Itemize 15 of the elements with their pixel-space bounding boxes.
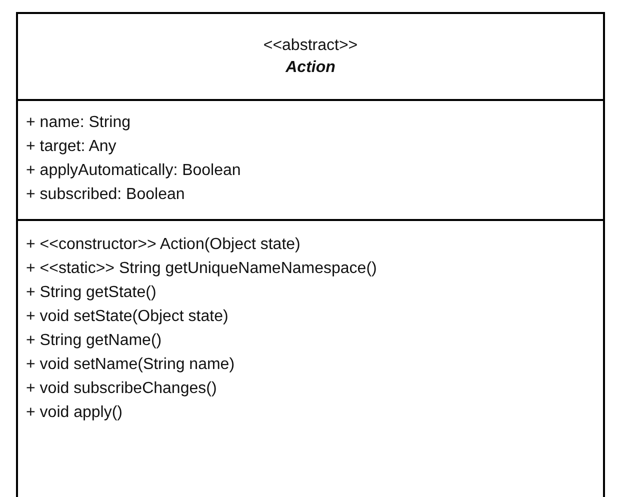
attribute-text: + subscribed: Boolean (26, 185, 185, 205)
method-text: + void setName(String name) (26, 355, 235, 375)
attribute-text: + applyAutomatically: Boolean (26, 161, 241, 181)
uml-class-box (16, 12, 605, 497)
method-text: + String getState() (26, 283, 156, 303)
method-text: + String getName() (26, 331, 162, 351)
method-text: + void apply() (26, 403, 122, 423)
class-name: Action (286, 58, 336, 78)
attribute-text: + name: String (26, 113, 130, 133)
method-text: + void subscribeChanges() (26, 379, 217, 399)
method-text: + <<static>> String getUniqueNameNamespace() (26, 259, 377, 279)
class-stereotype: <<abstract>> (263, 36, 358, 56)
method-text: + void setState(Object state) (26, 307, 228, 327)
attribute-text: + target: Any (26, 137, 116, 157)
method-text: + <<constructor>> Action(Object state) (26, 235, 300, 255)
